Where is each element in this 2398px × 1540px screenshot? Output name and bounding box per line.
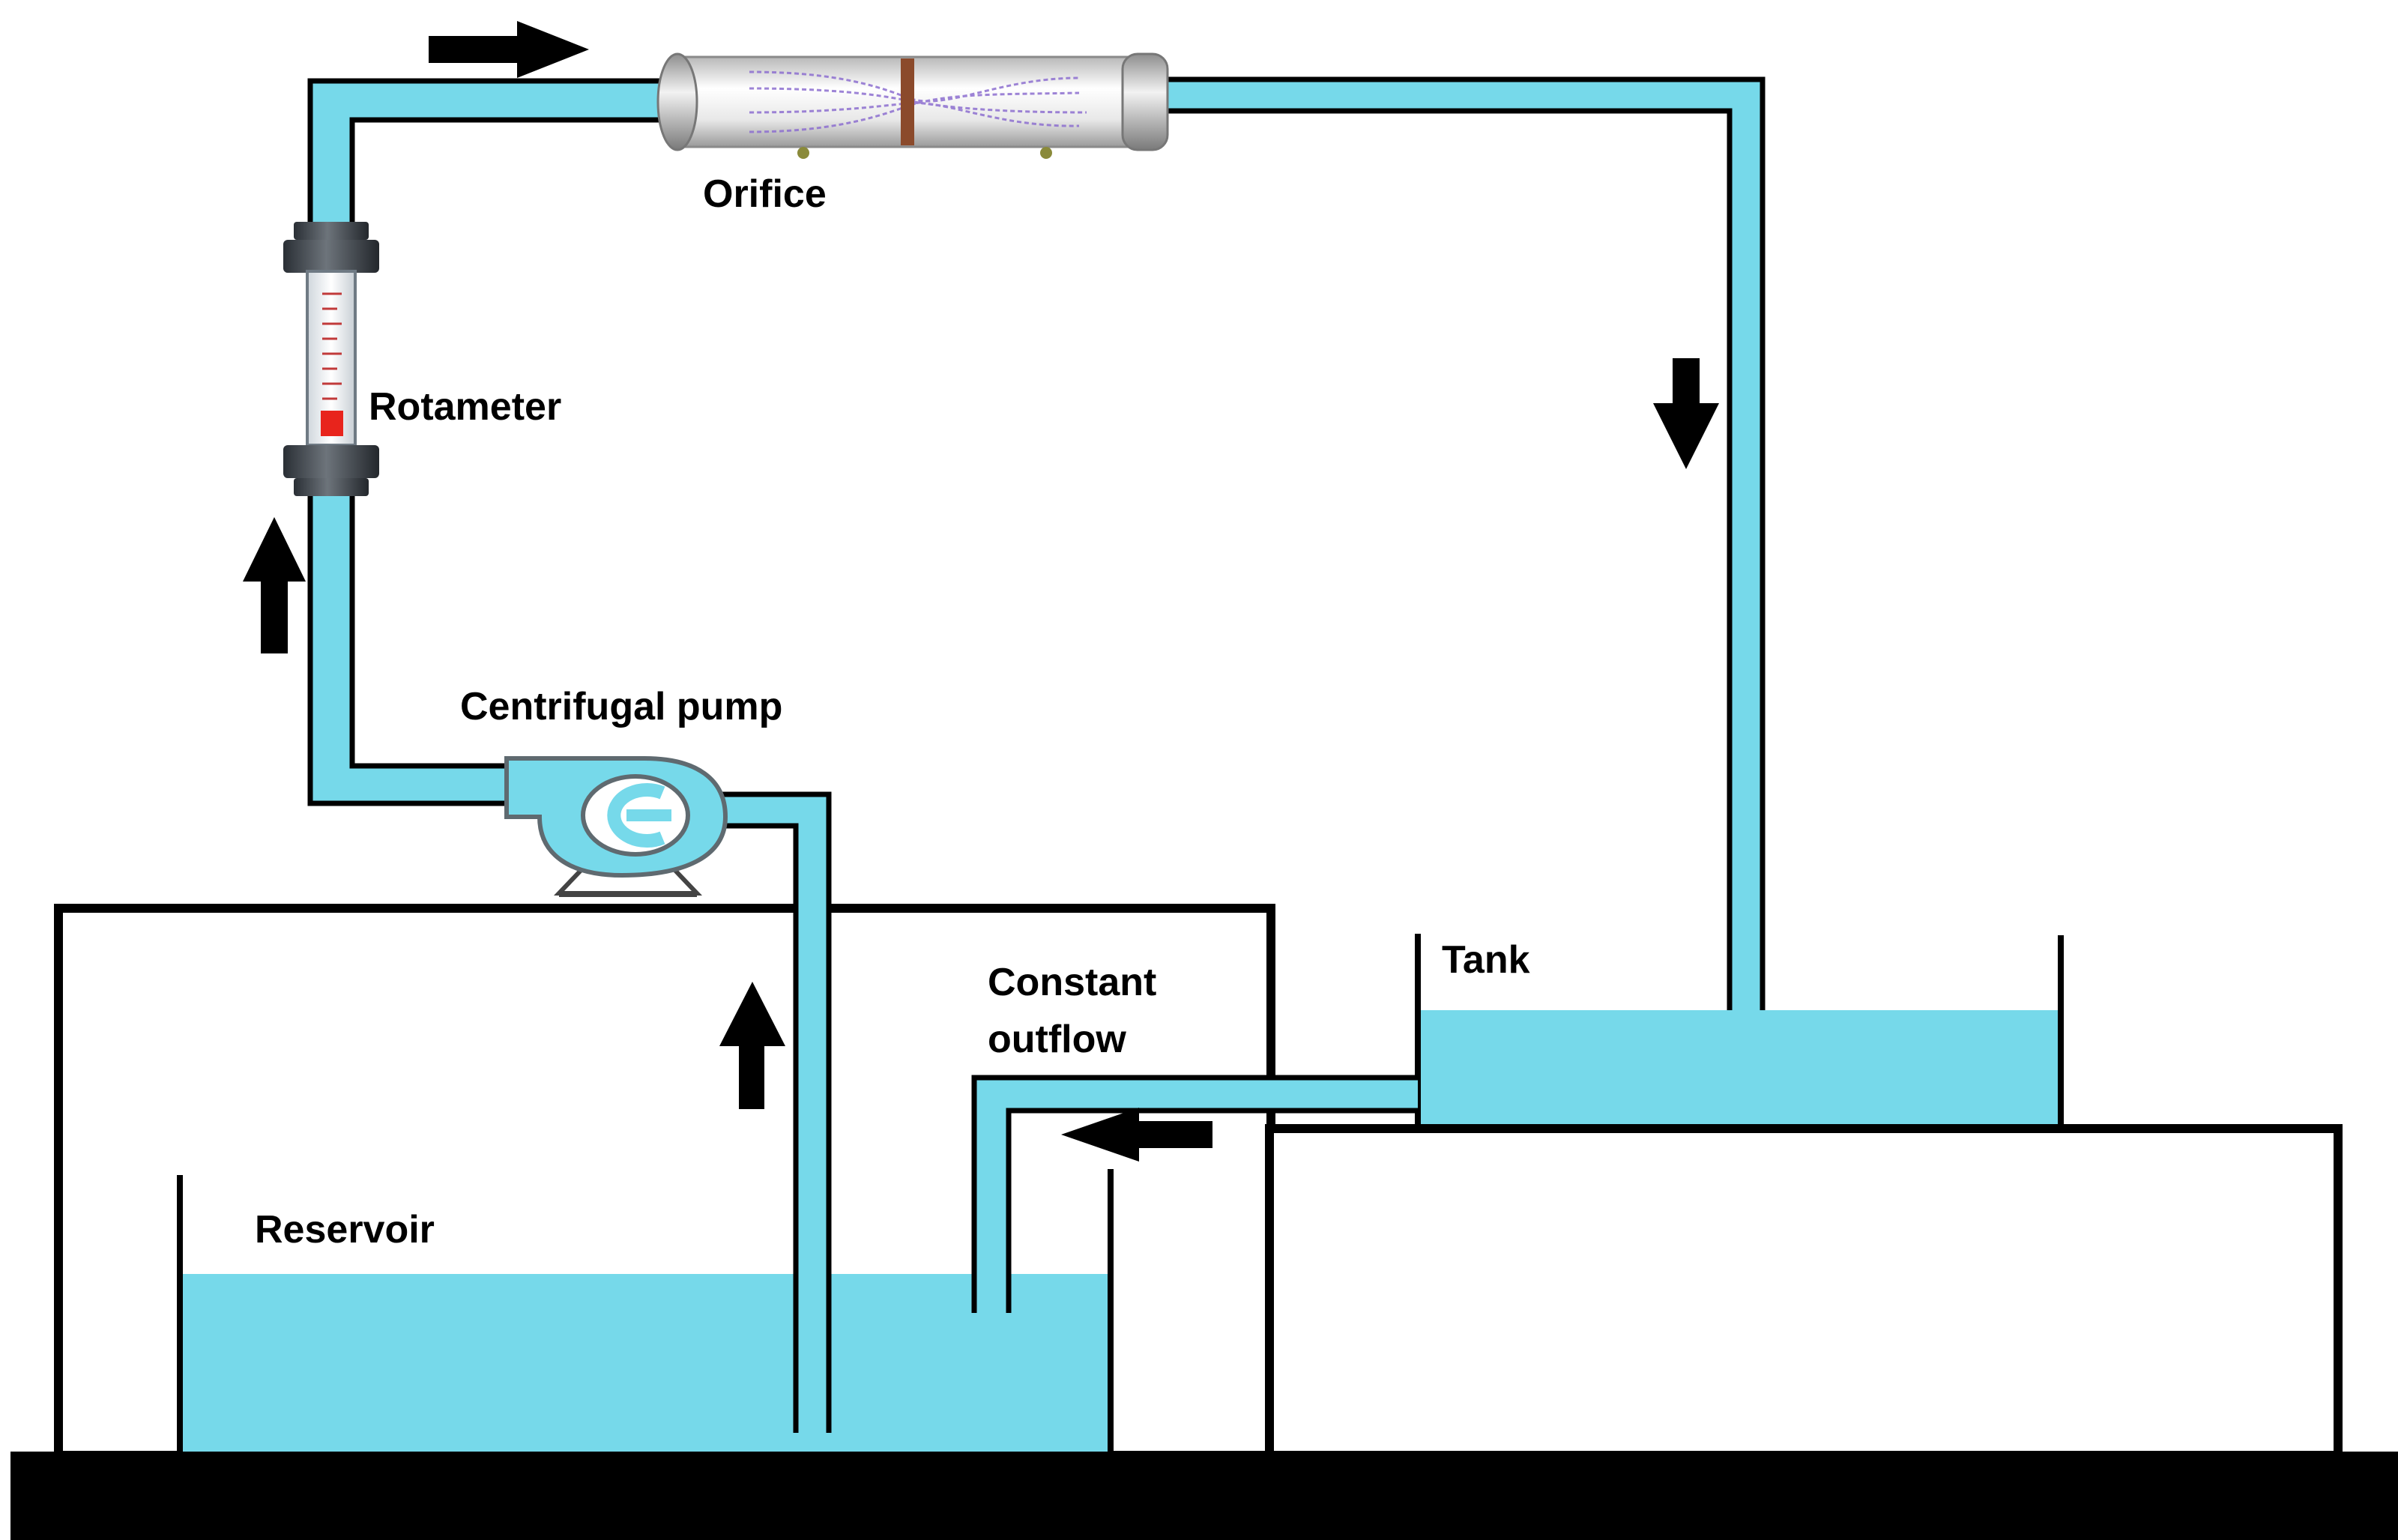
tank-label: Tank [1442,938,1530,982]
outflow-pipe [971,1075,1418,1313]
block-arrow-icon [1061,1108,1212,1162]
centrifugal-pump [504,756,728,897]
orifice-meter [656,52,1169,159]
constant-outflow-label-line1: Constant [988,961,1156,1004]
centrifugal-pump-label: Centrifugal pump [460,685,782,728]
orifice-label: Orifice [703,172,827,216]
block-arrow-icon [243,517,306,653]
reservoir-label: Reservoir [255,1208,435,1251]
return-pipe [1166,76,1766,1010]
constant-outflow-label-line2: outflow [988,1018,1126,1061]
rotameter-scale [322,292,342,400]
downstream-tap-point [1040,147,1052,159]
tank-water [1418,1010,2061,1124]
upstream-tap-point [797,147,809,159]
tank-stand [1265,1124,2343,1460]
block-arrow-icon [429,21,589,78]
rotameter-float [321,411,343,436]
suction-pipe [719,791,832,1433]
block-arrow-icon [719,982,785,1109]
orifice-plate [901,58,914,145]
rotameter [283,222,379,496]
block-arrow-icon [1653,358,1719,469]
upper-left-pipe [307,78,668,232]
reservoir-water [180,1274,1111,1452]
ground-base [10,1452,2398,1540]
rotameter-label: Rotameter [369,385,561,429]
discharge-pipe [307,491,508,806]
